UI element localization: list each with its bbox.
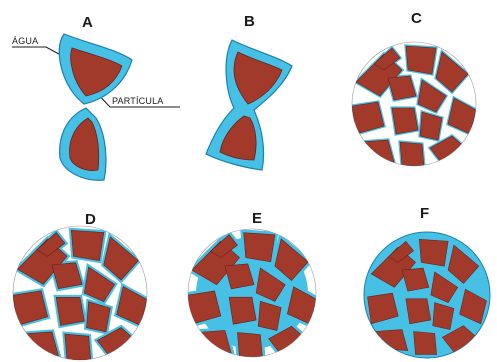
panel-f-aggregate bbox=[364, 232, 490, 358]
panel-c-aggregate bbox=[352, 42, 476, 166]
panel-b-particles bbox=[206, 40, 292, 170]
panel-e-aggregate bbox=[188, 229, 317, 357]
panel-d-aggregate bbox=[13, 226, 147, 360]
